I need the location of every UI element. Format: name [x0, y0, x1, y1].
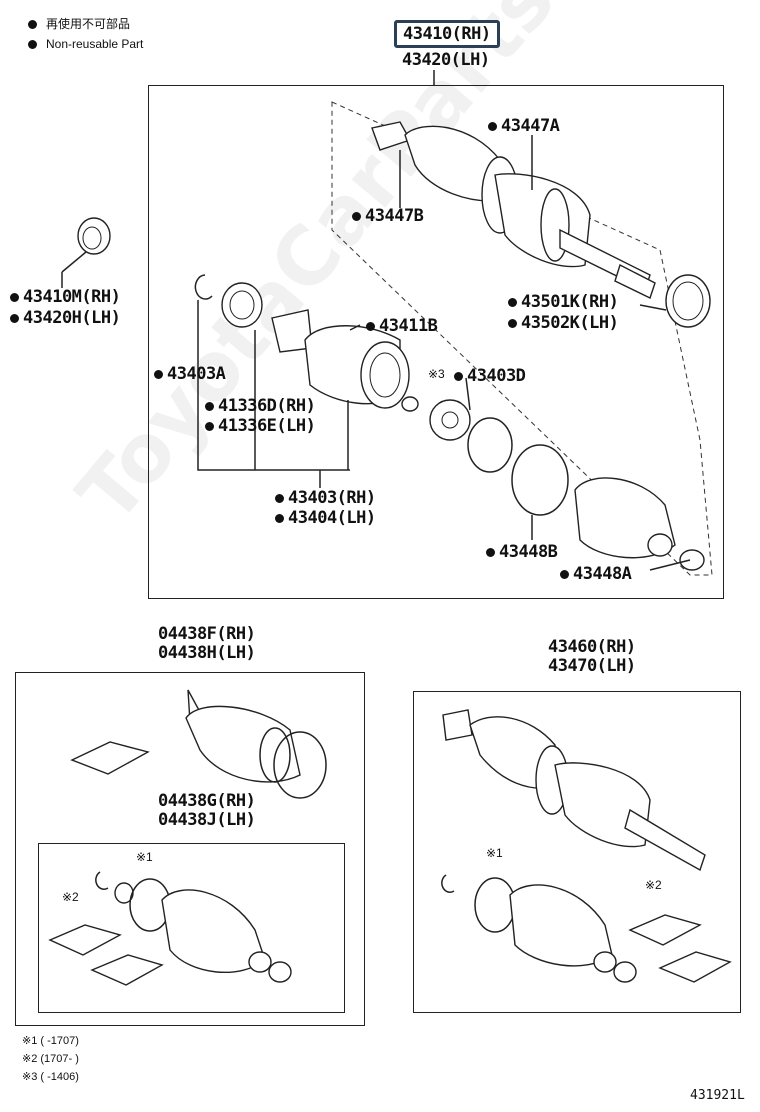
label-43501k[interactable]: 43501K(RH) [508, 292, 619, 312]
bullet-icon [352, 211, 361, 221]
kit-inner-mark-1: ※1 [136, 850, 153, 864]
label-text: 43448B [499, 542, 558, 562]
bullet-icon [275, 513, 284, 523]
bullet-icon [486, 547, 495, 557]
shaft-assy-rh[interactable]: 43460(RH) [548, 637, 636, 657]
boot-band-43448b [511, 444, 569, 516]
seal-43410m [77, 217, 111, 255]
label-43448a[interactable]: 43448A [560, 564, 632, 584]
bullet-icon [454, 371, 463, 381]
footnotes: ※1 ( -1707) ※2 (1707- ) ※3 ( -1406) [22, 1032, 79, 1086]
label-43420h[interactable]: 43420H(LH) [10, 308, 121, 328]
label-text: 41336D(RH) [218, 396, 316, 416]
kit-outer-rh[interactable]: 04438F(RH) [158, 624, 256, 644]
legend-en: Non-reusable Part [28, 34, 143, 54]
label-43447b[interactable]: 43447B [352, 206, 424, 226]
label-43448b[interactable]: 43448B [486, 542, 558, 562]
legend-jp-text: 再使用不可部品 [46, 17, 131, 31]
bullet-icon [205, 421, 214, 431]
label-text: 41336E(LH) [218, 416, 316, 436]
label-text: 43403D [467, 366, 526, 386]
legend-en-text: Non-reusable Part [46, 37, 144, 51]
legend: 再使用不可部品 Non-reusable Part [28, 14, 143, 54]
footnote-2: ※2 (1707- ) [22, 1053, 79, 1065]
label-43410m[interactable]: 43410M(RH) [10, 287, 121, 307]
bullet-icon [366, 321, 375, 331]
highlighted-part-number[interactable]: 43410(RH) [394, 20, 500, 48]
snap-ring-43403a [194, 274, 213, 300]
label-43403a[interactable]: 43403A [154, 364, 226, 384]
label-text: 43448A [573, 564, 632, 584]
note-mark-3: ※3 [428, 367, 445, 381]
label-43411b[interactable]: 43411B [366, 316, 438, 336]
bullet-icon [10, 292, 19, 302]
label-43403d[interactable]: 43403D [454, 366, 526, 386]
seal-41336d [221, 282, 263, 328]
label-41336e[interactable]: 41336E(LH) [205, 416, 316, 436]
kit-inner-rh[interactable]: 04438G(RH) [158, 791, 256, 811]
tripod-joint [429, 399, 471, 441]
legend-jp: 再使用不可部品 [28, 14, 143, 34]
outer-boot-kit-box [15, 672, 365, 1026]
shaft-assy-mark-2: ※2 [645, 878, 662, 892]
shaft-assembly-drawing [441, 709, 732, 983]
bullet-icon [154, 369, 163, 379]
inner-boot-kit-drawing [48, 871, 292, 986]
label-text: 43447A [501, 116, 560, 136]
shaft-assy-lh[interactable]: 43470(LH) [548, 656, 636, 676]
outer-joint-drawing [371, 121, 656, 299]
main-assembly-box [148, 85, 724, 599]
footnote-3: ※3 ( -1406) [22, 1071, 79, 1083]
bullet-icon [28, 20, 37, 30]
snap-ring-small [401, 396, 419, 412]
bullet-icon [28, 40, 37, 50]
label-text: 43403(RH) [288, 488, 376, 508]
bullet-icon [205, 401, 214, 411]
kit-inner-mark-2: ※2 [62, 890, 79, 904]
bullet-icon [488, 121, 497, 131]
label-41336d[interactable]: 41336D(RH) [205, 396, 316, 416]
bullet-icon [560, 569, 569, 579]
outer-boot-kit-drawing [70, 689, 327, 799]
label-43403[interactable]: 43403(RH) [275, 488, 376, 508]
label-text: 43501K(RH) [521, 292, 619, 312]
inner-boot [574, 477, 705, 571]
footnote-1: ※1 ( -1707) [22, 1035, 79, 1047]
bullet-icon [275, 493, 284, 503]
kit-inner-lh[interactable]: 04438J(LH) [158, 810, 256, 830]
dashed-envelope [331, 101, 713, 576]
label-text: 43420H(LH) [23, 308, 121, 328]
label-text: 43447B [365, 206, 424, 226]
kit-outer-lh[interactable]: 04438H(LH) [158, 643, 256, 663]
inner-boot-kit-box [38, 843, 345, 1013]
label-43447a[interactable]: 43447A [488, 116, 560, 136]
label-text: 43404(LH) [288, 508, 376, 528]
label-text: 43410M(RH) [23, 287, 121, 307]
label-text: 43502K(LH) [521, 313, 619, 333]
label-text: 43403A [167, 364, 226, 384]
bullet-icon [508, 297, 517, 307]
snap-ring-43403d [467, 417, 513, 473]
diagram-code: 431921L [690, 1088, 745, 1103]
bullet-icon [10, 313, 19, 323]
shaft-assy-mark-1: ※1 [486, 846, 503, 860]
label-43404[interactable]: 43404(LH) [275, 508, 376, 528]
bullet-icon [508, 318, 517, 328]
inner-joint-housing [271, 309, 410, 409]
main-assembly-rh[interactable]: 43410(RH) [394, 20, 500, 48]
label-43502k[interactable]: 43502K(LH) [508, 313, 619, 333]
main-assembly-lh[interactable]: 43420(LH) [402, 50, 490, 70]
label-text: 43411B [379, 316, 438, 336]
shaft-assembly-box [413, 691, 741, 1013]
